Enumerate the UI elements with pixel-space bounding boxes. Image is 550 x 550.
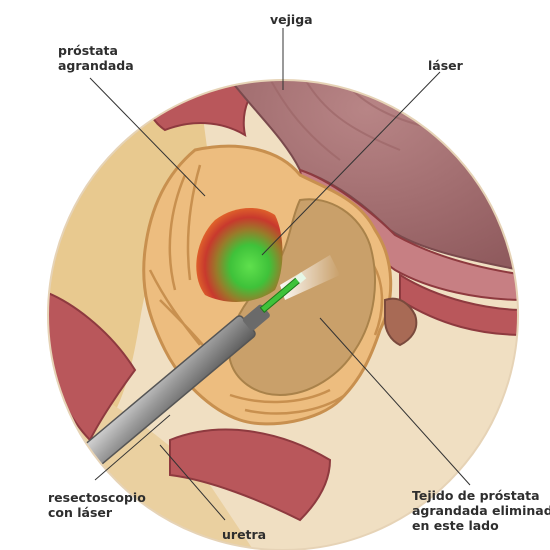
label-resectoscope: resectoscopio con láser bbox=[48, 490, 146, 520]
leader-prostate bbox=[89, 77, 206, 197]
label-removed-tissue: Tejido de próstata agrandada eliminado e… bbox=[412, 488, 550, 533]
urethra-channel bbox=[384, 297, 418, 347]
laser-target-area bbox=[196, 208, 283, 302]
leader-urethra bbox=[159, 444, 226, 521]
label-laser: láser bbox=[428, 58, 463, 73]
laser-beam bbox=[280, 255, 340, 300]
muscle-lower bbox=[169, 428, 332, 522]
leader-laser bbox=[261, 71, 441, 256]
prostate-lobes bbox=[148, 164, 384, 415]
leader-removed-tissue bbox=[319, 317, 471, 486]
bladder-wall-right bbox=[399, 273, 518, 337]
label-enlarged-prostate: próstata agrandada bbox=[58, 43, 134, 73]
resectoscope bbox=[79, 272, 307, 469]
label-urethra: uretra bbox=[222, 527, 267, 542]
label-bladder: vejiga bbox=[270, 12, 313, 27]
leader-resectoscope bbox=[94, 414, 171, 481]
bladder-folds bbox=[259, 80, 481, 161]
leader-lines bbox=[89, 28, 471, 521]
anatomy-illustration bbox=[48, 80, 518, 550]
